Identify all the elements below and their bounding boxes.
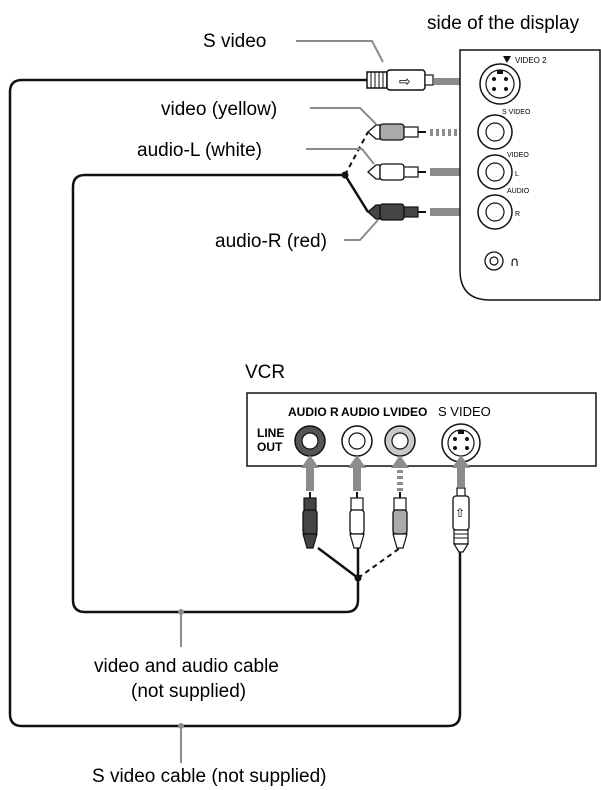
plug-arrow-up-icon: ⇧ [455, 506, 465, 520]
audio-r-port-vcr [294, 425, 326, 457]
audio-l-port-display [477, 154, 513, 190]
video-plug-bottom [392, 492, 408, 549]
label-audio-r-red: audio-R (red) [215, 231, 327, 252]
cable-marker-dot [178, 609, 184, 615]
s-video-port-display [479, 63, 521, 105]
audio-r-plug-bottom [302, 492, 318, 549]
label-audio-l-white: audio-L (white) [137, 140, 262, 161]
display-label-s-video: S VIDEO [502, 109, 531, 116]
vcr-label-out: OUT [257, 440, 283, 454]
display-label-audio: AUDIO [507, 188, 530, 195]
display-label-l: L [515, 171, 519, 178]
arrow-up-icon [301, 455, 319, 491]
leader-lines [180, 40, 384, 763]
video-audio-cable [71, 173, 370, 614]
audio-l-port-vcr [341, 425, 373, 457]
vcr-label-audio-l: AUDIO L [341, 405, 390, 419]
s-video-plug-top: ⇨ [366, 69, 434, 91]
junction-dot-bottom [354, 574, 362, 582]
label-not-supplied: (not supplied) [131, 681, 246, 702]
display-label-video2: VIDEO 2 [515, 56, 547, 65]
arrow-up-icon [348, 455, 366, 491]
audio-l-plug-bottom [349, 492, 365, 549]
arrow-dashed-up-icon [391, 455, 409, 491]
display-label-video: VIDEO [507, 152, 529, 159]
headphone-jack-display [484, 251, 504, 271]
label-vcr: VCR [245, 362, 285, 383]
video-port-vcr [384, 425, 416, 457]
label-side-of-display: side of the display [427, 13, 580, 34]
vcr-label-line: LINE [257, 426, 284, 440]
headphones-icon: ∩ [510, 255, 520, 270]
audio-l-plug-top [367, 163, 426, 181]
audio-r-port-display [477, 194, 513, 230]
label-video-audio-cable: video and audio cable [94, 656, 279, 677]
display-label-r: R [515, 211, 520, 218]
cable-marker-dot [178, 723, 184, 729]
vcr-label-audio-r: AUDIO R [288, 405, 339, 419]
vcr-label-video: VIDEO [390, 405, 427, 419]
junction-dot-top [341, 171, 349, 179]
audio-r-plug-top [367, 203, 426, 221]
label-video-yellow: video (yellow) [161, 99, 277, 120]
video-port-display [477, 114, 513, 150]
plug-arrow-icon: ⇨ [399, 74, 411, 90]
label-s-video-cable: S video cable (not supplied) [92, 766, 326, 787]
label-s-video: S video [203, 31, 266, 52]
vcr-label-s-video: S VIDEO [438, 404, 491, 419]
display-side-panel: VIDEO 2 S VIDEO VIDEO L AUDIO R [459, 49, 601, 301]
triangle-down-icon [503, 56, 511, 63]
arrow-up-icon [452, 455, 470, 487]
vcr-panel: AUDIO R AUDIO L VIDEO S VIDEO LINE OUT [246, 392, 597, 467]
dashed-cable [344, 131, 401, 579]
s-video-plug-bottom: ⇧ [452, 487, 470, 553]
video-plug-top [367, 123, 426, 141]
s-video-cable [8, 78, 462, 728]
